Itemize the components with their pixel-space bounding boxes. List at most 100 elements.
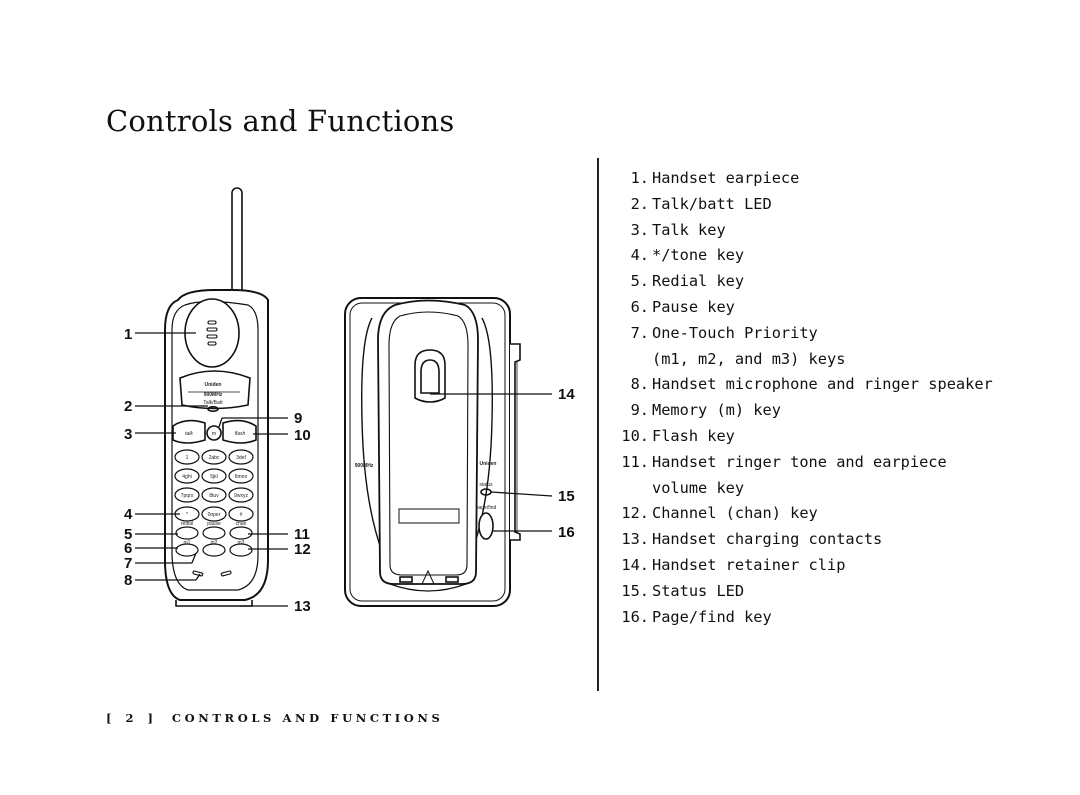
- handset-labels: Uniden 900MHz Talk/Batt talk m flash 1 2…: [181, 382, 249, 546]
- base-unit: [344, 297, 521, 607]
- item-text-continued: (m1, m2, and m3) keys: [652, 349, 846, 368]
- item-text: */tone key: [652, 246, 745, 265]
- column-divider: [597, 158, 599, 691]
- callout-5: 5: [124, 526, 132, 543]
- memory-key: [206, 425, 222, 441]
- m1-label: m1: [184, 540, 191, 546]
- key-label: 6mno: [235, 474, 248, 480]
- charging-contacts: [175, 600, 253, 607]
- list-item: 6.Pause key: [612, 295, 993, 321]
- footer-page-number: [ 2 ]: [106, 711, 158, 725]
- page-footer: [ 2 ]CONTROLS AND FUNCTIONS: [106, 711, 443, 725]
- page-find-key: [478, 512, 494, 540]
- item-number: 10.: [621, 426, 649, 445]
- leader-lines: [135, 332, 553, 607]
- item-number: 4.: [630, 246, 649, 265]
- item-text: Status LED: [652, 581, 745, 600]
- status-label: status: [479, 482, 493, 488]
- item-text: Talk key: [652, 220, 726, 239]
- talk-batt-led: [207, 405, 219, 412]
- m3-label: m3: [238, 540, 245, 546]
- key-label: #: [240, 512, 243, 518]
- list-item: 15.Status LED: [612, 579, 993, 605]
- item-text: Handset charging contacts: [652, 530, 883, 549]
- key-label: 7pqrs: [181, 493, 194, 499]
- item-number: 9.: [630, 401, 649, 420]
- callout-8: 8: [124, 572, 132, 589]
- callout-9: 9: [294, 410, 302, 427]
- base-antenna: [510, 343, 521, 541]
- key-label: 2abc: [209, 455, 220, 461]
- key-label: 3def: [236, 455, 246, 461]
- callout-15: 15: [558, 488, 575, 505]
- key-label: *: [186, 512, 188, 518]
- base-contact: [445, 576, 459, 583]
- band-label: 900MHz: [204, 392, 223, 398]
- list-item: 14.Handset retainer clip: [612, 553, 993, 579]
- item-text: Handset retainer clip: [652, 555, 846, 574]
- key-label: 9wxyz: [234, 493, 248, 499]
- base-labels: 900MHz Uniden status page/find: [355, 461, 497, 511]
- callout-10: 10: [294, 427, 311, 444]
- talk-key: [172, 419, 206, 444]
- item-text: Redial key: [652, 272, 745, 291]
- key-label: 1: [186, 455, 189, 461]
- redial-label: redial: [181, 521, 193, 527]
- list-item: 8.Handset microphone and ringer speaker: [612, 372, 993, 398]
- base-brand-label: Uniden: [480, 461, 497, 467]
- chan-label: chan: [236, 521, 247, 527]
- item-text: Handset microphone and ringer speaker: [652, 375, 993, 394]
- list-item: 7.One-Touch Priority (m1, m2, and m3) key…: [612, 321, 993, 373]
- item-number: 11.: [621, 452, 649, 471]
- base-slot: [398, 508, 460, 524]
- item-number: 8.: [630, 375, 649, 394]
- callout-1: 1: [124, 326, 132, 343]
- parts-list: 1.Handset earpiece 2.Talk/batt LED 3.Tal…: [612, 166, 993, 630]
- item-text: Channel (chan) key: [652, 504, 818, 523]
- callout-12: 12: [294, 541, 311, 558]
- callout-13: 13: [294, 598, 311, 615]
- item-text: Page/find key: [652, 607, 772, 626]
- flash-key: [222, 419, 257, 444]
- key-label: 8tuv: [209, 493, 219, 499]
- base-band-label: 900MHz: [355, 463, 374, 469]
- cradle: [377, 299, 479, 585]
- callout-11: 11: [294, 526, 310, 543]
- brand-logo: Uniden: [205, 382, 222, 388]
- callout-7: 7: [124, 555, 132, 572]
- handset: [164, 187, 269, 607]
- callout-3: 3: [124, 426, 132, 443]
- item-number: 1.: [630, 169, 649, 187]
- item-number: 5.: [630, 272, 649, 291]
- item-text: One-Touch Priority: [652, 323, 818, 342]
- pause-label: pause: [207, 521, 221, 527]
- callout-14: 14: [558, 386, 575, 403]
- list-item: 10.Flash key: [612, 424, 993, 450]
- page-find-label: page/find: [476, 505, 497, 511]
- item-text: Handset ringer tone and earpiece: [652, 452, 947, 471]
- key-label: 0oper: [208, 512, 221, 518]
- item-text: Talk/batt LED: [652, 194, 772, 213]
- item-text: Memory (m) key: [652, 401, 781, 420]
- callout-16: 16: [558, 524, 575, 541]
- page-title: Controls and Functions: [106, 104, 455, 138]
- mem-label: m: [212, 431, 216, 437]
- list-item: 4.*/tone key: [612, 243, 993, 269]
- list-item: 9.Memory (m) key: [612, 398, 993, 424]
- item-number: 6.: [630, 297, 649, 316]
- list-item: 12.Channel (chan) key: [612, 501, 993, 527]
- list-item: 5.Redial key: [612, 269, 993, 295]
- list-item: 3.Talk key: [612, 218, 993, 244]
- item-text: Handset earpiece: [652, 169, 800, 187]
- flash-label: flash: [235, 431, 246, 437]
- item-number: 2.: [630, 194, 649, 213]
- item-number: 15.: [621, 581, 649, 600]
- item-number: 12.: [621, 504, 649, 523]
- microphone: [192, 570, 232, 577]
- m2-label: m2: [211, 540, 218, 546]
- talk-label: talk: [185, 431, 193, 437]
- item-number: 7.: [630, 323, 649, 342]
- base-contact: [399, 576, 413, 583]
- earpiece-slots: [206, 320, 218, 346]
